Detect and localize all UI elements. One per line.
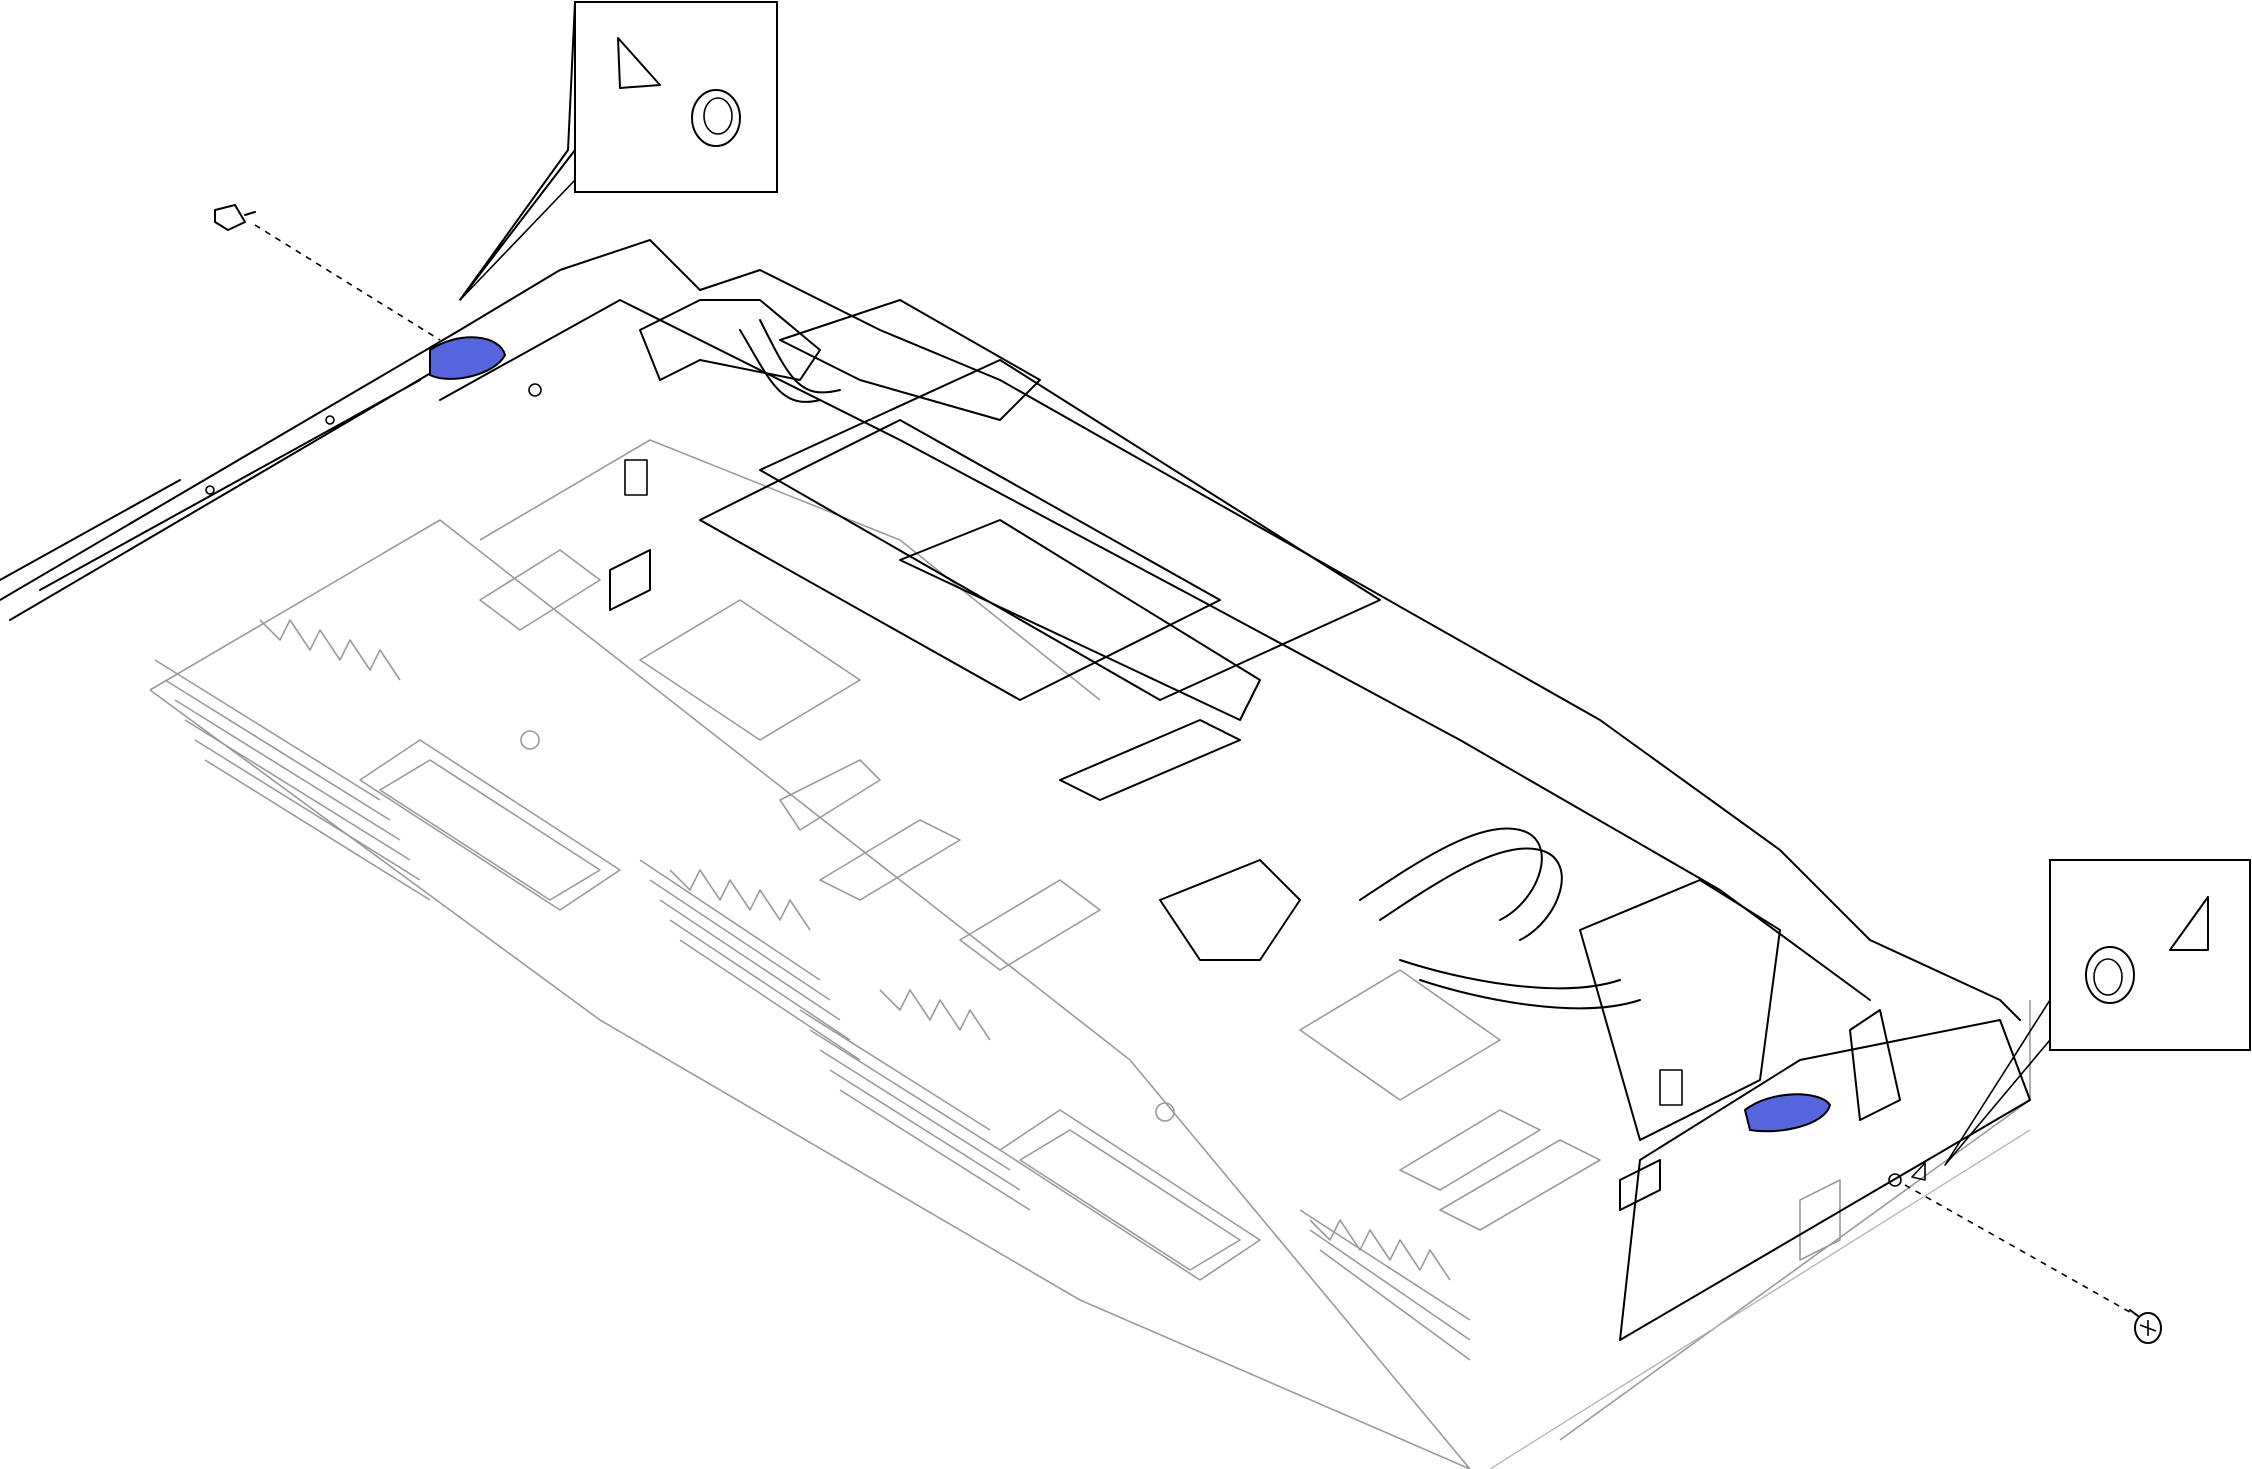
chassis-left-rail [0,329,471,621]
triangle-alignment-mark-icon [617,37,661,89]
triangle-alignment-mark-icon [2169,896,2209,951]
callout-right [1944,859,2251,1166]
screw-right [2129,1309,2162,1344]
dimm-slots-right [799,989,1471,1361]
processor-socket-1 [359,730,621,911]
screw-hole-right [1888,1162,1926,1187]
screw-hole-left [528,383,542,397]
touch-point-right [1743,1093,1832,1133]
screw-path-left [254,224,441,341]
screw-path-right [1904,1184,2136,1316]
riser-cage [439,239,2031,1341]
triangle-alignment-mark-icon [1911,1162,1926,1181]
system-board [149,439,2031,1469]
touch-points [429,336,1832,1133]
screw-left [214,204,256,231]
callout-left [459,1,778,301]
screw-hole-icon [2085,946,2135,1004]
pcie-connectors [479,549,1601,1231]
touch-point-left [429,336,507,380]
screw-hole-icon [691,89,741,147]
dimm-slots-left [154,619,861,1061]
processor-socket-2 [999,1102,1261,1281]
